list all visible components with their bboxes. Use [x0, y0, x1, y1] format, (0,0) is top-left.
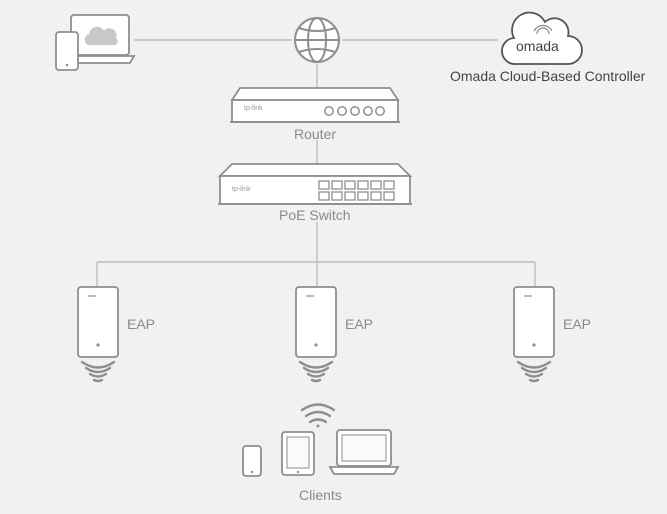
wifi-icon: [300, 403, 336, 428]
poe-switch-device: [217, 163, 413, 205]
eap-device-2: [295, 286, 337, 358]
switch-label: PoE Switch: [279, 207, 351, 223]
eap-label-2: EAP: [345, 316, 374, 332]
client-phone-icon: [242, 445, 262, 477]
admin-phone-icon: [55, 31, 79, 71]
client-tablet-icon: [281, 431, 315, 476]
router-brand: tp-link: [244, 105, 263, 112]
connection-lines: [96, 39, 536, 287]
wifi-icon: [516, 360, 552, 383]
wifi-icon: [80, 360, 116, 383]
router-device: [230, 87, 400, 123]
cloud-icon: [84, 26, 118, 45]
controller-label: Omada Cloud-Based Controller: [450, 68, 646, 84]
router-label: Router: [294, 126, 337, 142]
eap-device-1: [77, 286, 119, 358]
client-laptop-icon: [328, 429, 400, 475]
eap-device-3: [513, 286, 555, 358]
wifi-icon: [298, 360, 334, 383]
clients-label: Clients: [299, 487, 342, 503]
eap-label-1: EAP: [127, 316, 156, 332]
internet-globe-icon: [294, 17, 340, 63]
omada-logo-text: omada: [516, 38, 559, 54]
switch-brand: tp-link: [232, 186, 251, 193]
eap-label-3: EAP: [563, 316, 592, 332]
omada-cloud-icon: [501, 11, 583, 65]
